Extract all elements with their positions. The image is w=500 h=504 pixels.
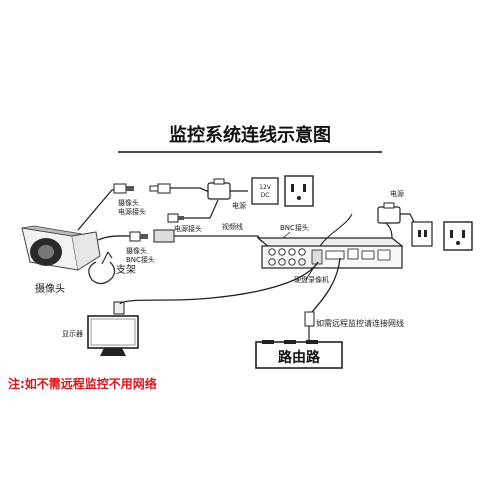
network-cable <box>311 257 341 313</box>
wall-outlet-right-icon <box>443 221 473 251</box>
svg-text:DC: DC <box>261 192 270 199</box>
bottom-note: 注:如不需远程监控不用网络 <box>8 376 157 391</box>
bnc-connector-label: BNC接头 <box>280 223 309 232</box>
vga-plug-icon <box>113 301 125 315</box>
svg-text:12V: 12V <box>259 184 272 191</box>
power-connector-mid-label: 电源接头 <box>174 224 202 233</box>
camera-power-connector-icon <box>113 183 171 194</box>
camera-label: 摄像头 <box>35 282 65 295</box>
monitor-icon <box>87 315 139 356</box>
power-connector-mid-icon <box>167 213 184 223</box>
monitor-label: 显示器 <box>62 330 83 338</box>
monitor-cable <box>119 261 319 305</box>
camera-bnc-label-a: 摄像头 <box>126 246 147 255</box>
camera-bnc-label-b: BNC接头 <box>126 255 155 264</box>
bnc-connector-icon <box>129 229 175 243</box>
router-label: 路由路 <box>278 349 321 366</box>
dvr-label: 硬盘录像机 <box>294 275 329 284</box>
wall-outlet-icon <box>284 175 314 207</box>
camera-bnc-cable <box>97 235 131 241</box>
power-adapter-icon <box>207 178 231 200</box>
diagram-title: 监控系统连线示意图 <box>169 124 331 146</box>
dc-adapter-icon: 12V DC <box>251 177 279 205</box>
power-label-right: 电源 <box>390 189 404 198</box>
bracket-icon <box>88 251 116 285</box>
dc-adapter-right-icon <box>411 221 433 247</box>
camera-power-connector-label: 电源接头 <box>118 207 146 216</box>
dvr-icon <box>256 237 404 269</box>
router-icon <box>255 340 343 369</box>
camera-icon <box>21 225 101 271</box>
power-label-top: 电源 <box>232 201 246 210</box>
camera-cable <box>77 189 113 231</box>
bracket-label: 支架 <box>116 264 136 276</box>
rj45-plug-icon <box>304 311 315 327</box>
power-adapter-right-icon <box>377 202 401 224</box>
remote-note: 如需远程监控请连接网线 <box>316 318 404 328</box>
video-cable-label: 视频线 <box>222 222 243 231</box>
video-cable-line <box>174 235 263 243</box>
camera-connector-label: 摄像头 <box>118 198 139 207</box>
